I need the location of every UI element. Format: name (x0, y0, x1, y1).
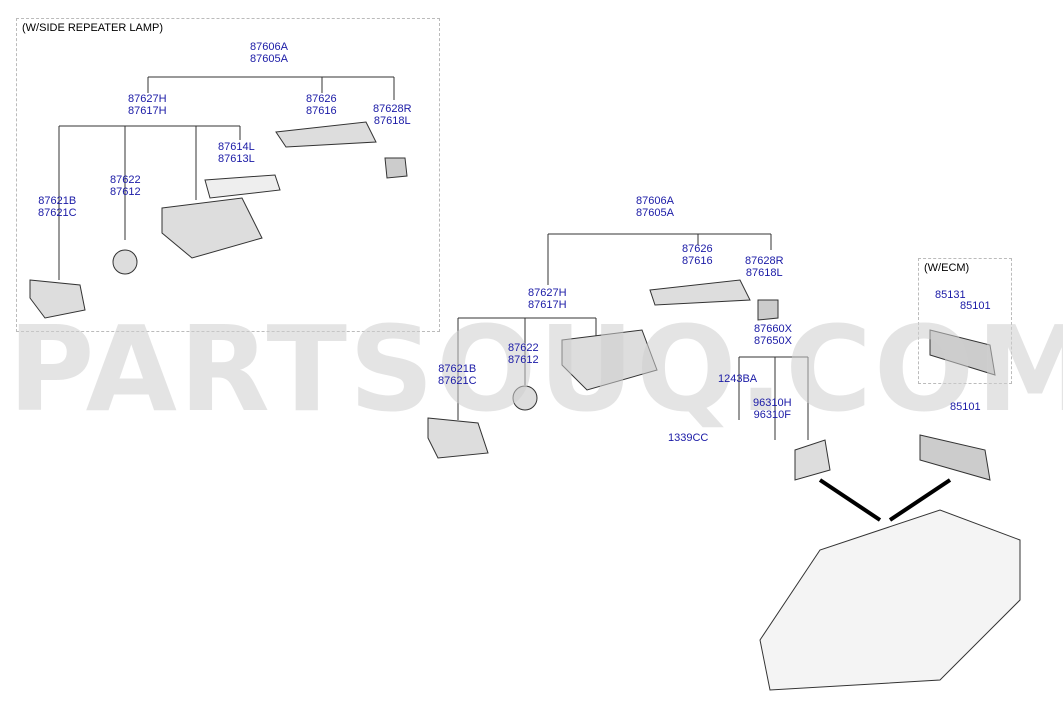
left-label-a[interactable]: 87606A 87605A (250, 41, 288, 65)
right-label-i[interactable]: 96310H 96310F (753, 397, 792, 421)
ecm-label-a[interactable]: 85131 (935, 289, 966, 301)
right-label-e[interactable]: 87660X 87650X (754, 323, 792, 347)
left-label-c[interactable]: 87626 87616 (306, 93, 337, 117)
ecm-header: (W/ECM) (924, 262, 970, 274)
ecm-label-c[interactable]: 85101 (950, 401, 981, 413)
right-label-b[interactable]: 87626 87616 (682, 243, 713, 267)
right-label-j[interactable]: 1339CC (668, 432, 709, 444)
side-repeater-box (16, 18, 440, 332)
right-label-d[interactable]: 87627H 87617H (528, 287, 567, 311)
side-repeater-header: (W/SIDE REPEATER LAMP) (22, 22, 163, 34)
right-label-a[interactable]: 87606A 87605A (636, 195, 674, 219)
right-label-g[interactable]: 87622 87612 (508, 342, 539, 366)
right-label-c[interactable]: 87628R 87618L (745, 255, 784, 279)
left-label-f[interactable]: 87622 87612 (110, 174, 141, 198)
right-label-f[interactable]: 87621B 87621C (438, 363, 477, 387)
ecm-label-b[interactable]: 85101 (960, 300, 991, 312)
left-label-b[interactable]: 87627H 87617H (128, 93, 167, 117)
ecm-box (918, 258, 1012, 384)
left-label-d[interactable]: 87628R 87618L (373, 103, 412, 127)
left-label-e[interactable]: 87614L 87613L (218, 141, 255, 165)
watermark: PARTSOUQ.COM (8, 300, 1063, 438)
left-label-g[interactable]: 87621B 87621C (38, 195, 77, 219)
right-label-h[interactable]: 1243BA (718, 373, 758, 385)
